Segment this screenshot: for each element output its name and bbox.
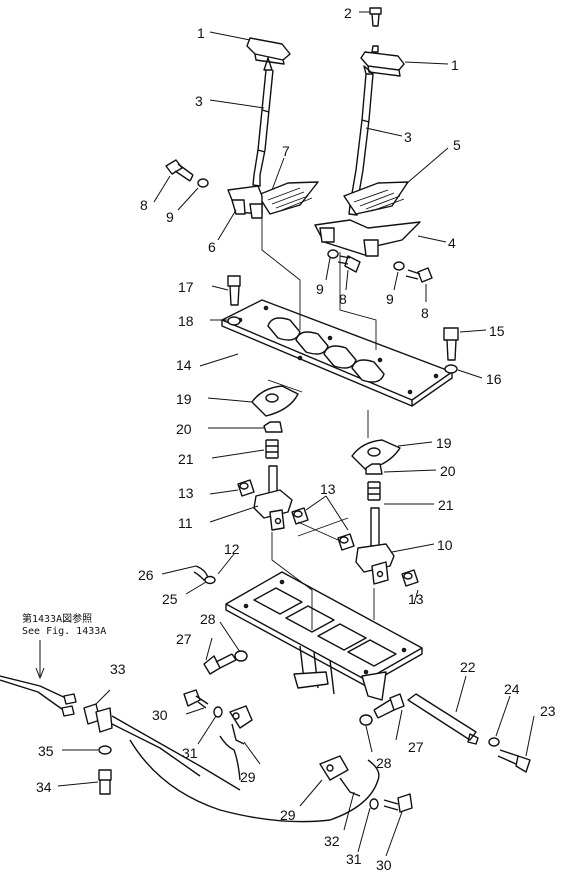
- pedal-left: [227, 181, 319, 219]
- callout-12: 12: [224, 541, 240, 557]
- spring-21-right: [367, 481, 381, 501]
- lever-left: [246, 37, 291, 187]
- bushing-13-d: [401, 569, 419, 587]
- callout-7: 7: [282, 143, 290, 159]
- bolt-27-left: [203, 650, 248, 675]
- callout-labels: 1 1 2 3 3 4 5 6 7 8 8 8 9 9 9 10 11 12 1…: [36, 5, 556, 873]
- limit-switch-29-left: [229, 705, 253, 745]
- boot-19-left: [251, 385, 299, 417]
- callout-11: 11: [178, 515, 193, 531]
- screw-2: [369, 7, 382, 27]
- lever-right: [348, 45, 405, 216]
- callout-15: 15: [489, 323, 505, 339]
- bolt-30-left: [183, 689, 223, 718]
- callout-13-left: 13: [178, 485, 194, 501]
- callout-3-left: 3: [195, 93, 203, 109]
- callout-23: 23: [540, 703, 556, 719]
- assembly-lines: [261, 218, 377, 630]
- bolt-30-right: [369, 793, 413, 813]
- callout-27-left: 27: [176, 631, 192, 647]
- washer-35: [98, 745, 112, 755]
- spring-21-left: [265, 439, 279, 459]
- callout-21-right: 21: [438, 497, 454, 513]
- callout-5: 5: [453, 137, 461, 153]
- callout-3-right: 3: [404, 129, 412, 145]
- base-plate-12: [225, 571, 423, 701]
- callout-8-right: 8: [421, 305, 429, 321]
- callout-32: 32: [324, 833, 340, 849]
- limit-switch-29-right: [319, 755, 361, 797]
- ring-20-left: [263, 421, 283, 433]
- callout-29-right: 29: [280, 807, 296, 823]
- bushing-13-a: [237, 479, 255, 497]
- callout-20-right: 20: [440, 463, 456, 479]
- callout-9-mid: 9: [316, 281, 324, 297]
- callout-30-right: 30: [376, 857, 392, 873]
- bolt-34: [98, 769, 112, 795]
- callout-17: 17: [178, 279, 194, 295]
- bushing-13-b: [291, 507, 309, 525]
- callout-1-right: 1: [451, 57, 459, 73]
- callout-22: 22: [460, 659, 476, 675]
- callout-26: 26: [138, 567, 154, 583]
- callout-35: 35: [38, 743, 54, 759]
- bolt-8-mid: [327, 249, 361, 273]
- callout-34: 34: [36, 779, 52, 795]
- callout-8-left: 8: [140, 197, 148, 213]
- callout-1-left: 1: [197, 25, 205, 41]
- callout-19-left: 19: [176, 391, 192, 407]
- callout-8-mid: 8: [339, 291, 347, 307]
- callout-31-right: 31: [346, 851, 362, 867]
- reference-note-en: See Fig. 1433A: [22, 626, 106, 637]
- lever-shaft-11: [253, 465, 293, 531]
- callout-9-left: 9: [166, 209, 174, 225]
- callout-30-left: 30: [152, 707, 168, 723]
- bolt-17: [227, 275, 241, 326]
- bolt-8-left: [165, 159, 209, 188]
- callout-28-left: 28: [200, 611, 216, 627]
- bushing-13-c: [337, 533, 355, 551]
- callout-10: 10: [437, 537, 453, 553]
- callout-31-left: 31: [182, 745, 198, 761]
- callout-25: 25: [162, 591, 178, 607]
- bolt-23: [497, 749, 531, 773]
- bolt-8-right: [393, 261, 433, 283]
- callout-19-right: 19: [436, 435, 452, 451]
- bolt-27-right: [359, 693, 405, 726]
- callout-27-right: 27: [408, 739, 424, 755]
- ring-25: [204, 575, 216, 585]
- reference-note-ja: 第1433A図参照: [22, 612, 92, 625]
- cover-plate-14: [221, 299, 453, 407]
- callout-6: 6: [208, 239, 216, 255]
- callout-2: 2: [344, 5, 352, 21]
- reference-note: 第1433A図参照 See Fig. 1433A: [22, 612, 106, 680]
- ring-20-right: [365, 463, 383, 475]
- callout-28-right: 28: [376, 755, 392, 771]
- callout-21-left: 21: [178, 451, 194, 467]
- callout-4: 4: [448, 235, 456, 251]
- callout-18: 18: [178, 313, 194, 329]
- callout-13-right: 13: [408, 591, 424, 607]
- rod-22: [407, 693, 479, 745]
- callout-33: 33: [110, 661, 126, 677]
- callout-13-mid: 13: [320, 481, 336, 497]
- pedal-right: [314, 181, 421, 257]
- lever-shaft-10: [355, 507, 395, 585]
- callout-9-right: 9: [386, 291, 394, 307]
- callout-16: 16: [486, 371, 502, 387]
- callout-24: 24: [504, 681, 520, 697]
- callout-14: 14: [176, 357, 192, 373]
- callout-29-left: 29: [240, 769, 256, 785]
- callout-leaders: [57, 11, 535, 857]
- callout-20-left: 20: [176, 421, 192, 437]
- bolt-15: [443, 327, 459, 374]
- cable-harness: [0, 675, 380, 823]
- washer-24: [488, 737, 500, 747]
